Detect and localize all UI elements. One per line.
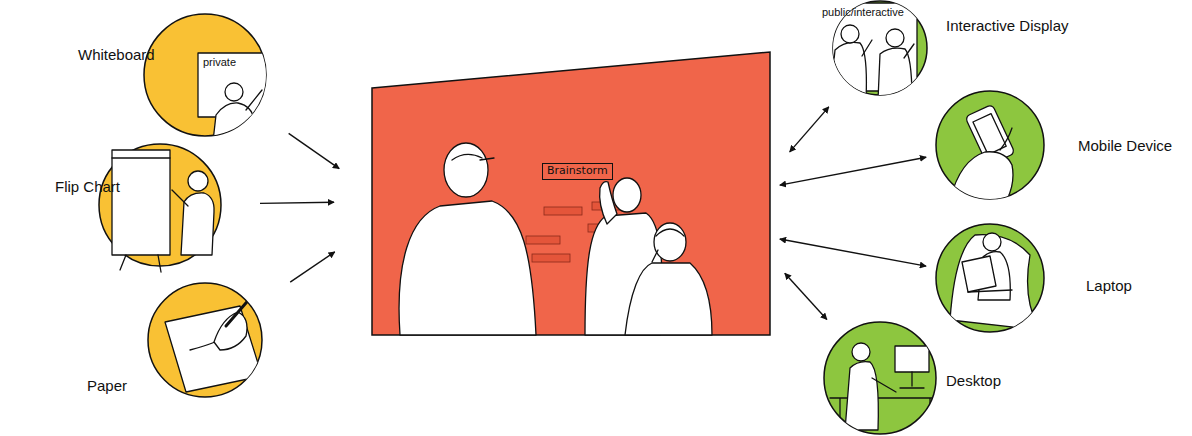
flow-arrow [290,252,335,282]
circle-outline [824,322,936,434]
brainstorm-wall-outline [372,52,770,335]
flow-arrow [780,157,926,185]
node-label: Paper [87,377,127,394]
screen-label: public/interactive [822,6,904,19]
node-label: Desktop [946,372,1001,389]
node-label: Interactive Display [946,17,1069,34]
tool-circle-outline [147,282,263,398]
flow-arrow [260,202,334,203]
brainstorm-wall: Brainstorm [372,52,770,335]
tool-circle: Flip Chart [98,143,222,267]
circle-outline [148,283,262,397]
screen-label: private [203,56,236,69]
circle-outline [936,91,1044,199]
wall-outline [372,52,770,335]
tool-circle: Paper [147,282,263,398]
circle-outline [144,14,266,136]
flow-arrow [289,133,340,168]
node-label: Flip Chart [55,178,120,195]
device-circle: Mobile Device [935,90,1045,200]
circle-outline [99,144,221,266]
device-circle-outline [935,223,1045,333]
circle-outline [936,224,1044,332]
node-label: Mobile Device [1078,137,1172,154]
device-circle: Laptop [935,223,1045,333]
device-circle: Interactive Displaypublic/interactive [832,0,928,96]
tool-circle-outline [98,143,222,267]
device-circle: Desktop [823,321,937,435]
tool-circle-outline [143,13,267,137]
device-circle-outline [935,90,1045,200]
flow-arrow [785,273,827,319]
device-circle-outline [823,321,937,435]
node-label: Brainstorm [542,163,613,180]
node-label: Whiteboard [78,46,155,63]
flow-arrow [790,107,829,152]
tool-circle: Whiteboardprivate [143,13,267,137]
flow-arrow [780,239,926,266]
node-label: Laptop [1086,277,1132,294]
